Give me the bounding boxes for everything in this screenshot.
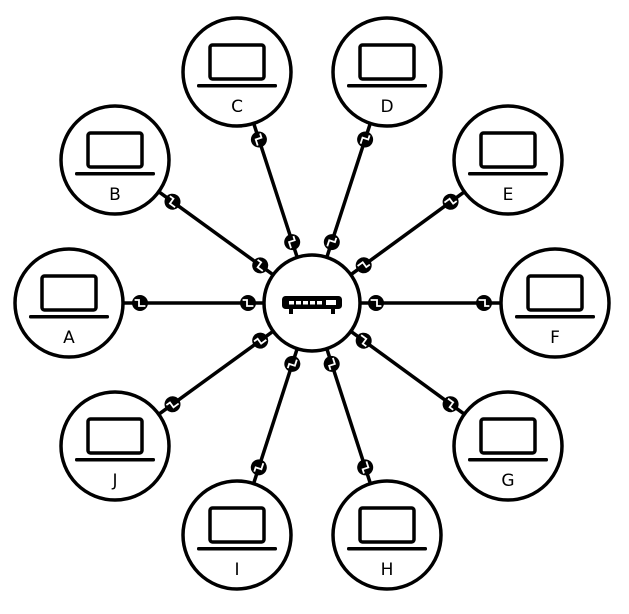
node-label-H: H xyxy=(381,560,394,580)
connector-node-B xyxy=(164,193,181,210)
node-label-J: J xyxy=(111,471,117,491)
connector-node-A xyxy=(132,295,148,311)
laptop-icon xyxy=(29,274,109,319)
connector-node-H xyxy=(357,459,374,476)
laptop-icon xyxy=(347,506,427,551)
laptop-icon xyxy=(468,131,548,176)
laptop-icon xyxy=(75,131,155,176)
connector-hub-H xyxy=(323,355,340,372)
connector-node-F xyxy=(476,295,492,311)
connector-node-J xyxy=(164,396,181,413)
laptop-icon xyxy=(515,274,595,319)
connector-hub-E xyxy=(355,257,372,274)
connectors-layer xyxy=(132,131,492,476)
node-B: B xyxy=(59,104,171,216)
node-J: J xyxy=(59,390,171,502)
node-label-C: C xyxy=(231,97,243,117)
connector-hub-I xyxy=(284,355,301,372)
node-D: D xyxy=(331,16,443,128)
node-label-D: D xyxy=(380,97,393,117)
laptop-icon xyxy=(197,506,277,551)
connector-node-E xyxy=(442,193,459,210)
connector-node-G xyxy=(442,396,459,413)
nodes-layer: A B C D E F G H I J xyxy=(13,16,611,591)
hub-node xyxy=(262,253,362,353)
node-I: I xyxy=(181,479,293,591)
node-H: H xyxy=(331,479,443,591)
connector-hub-G xyxy=(355,332,372,349)
connector-hub-D xyxy=(323,234,340,251)
connector-hub-A xyxy=(240,295,256,311)
connector-hub-C xyxy=(284,234,301,251)
node-label-B: B xyxy=(109,185,121,205)
network-switch-icon xyxy=(282,296,342,314)
connector-hub-J xyxy=(252,332,269,349)
connector-node-C xyxy=(250,131,267,148)
laptop-icon xyxy=(347,43,427,88)
node-label-E: E xyxy=(503,185,514,205)
node-C: C xyxy=(181,16,293,128)
node-E: E xyxy=(452,104,564,216)
node-A: A xyxy=(13,247,125,359)
connector-hub-B xyxy=(252,257,269,274)
node-label-G: G xyxy=(501,471,514,491)
connector-hub-F xyxy=(368,295,384,311)
node-label-F: F xyxy=(550,328,560,348)
connector-node-I xyxy=(250,459,267,476)
node-F: F xyxy=(499,247,611,359)
laptop-icon xyxy=(468,417,548,462)
node-label-A: A xyxy=(63,328,75,348)
laptop-icon xyxy=(75,417,155,462)
node-label-I: I xyxy=(234,560,239,580)
connector-node-D xyxy=(357,131,374,148)
laptop-icon xyxy=(197,43,277,88)
node-G: G xyxy=(452,390,564,502)
